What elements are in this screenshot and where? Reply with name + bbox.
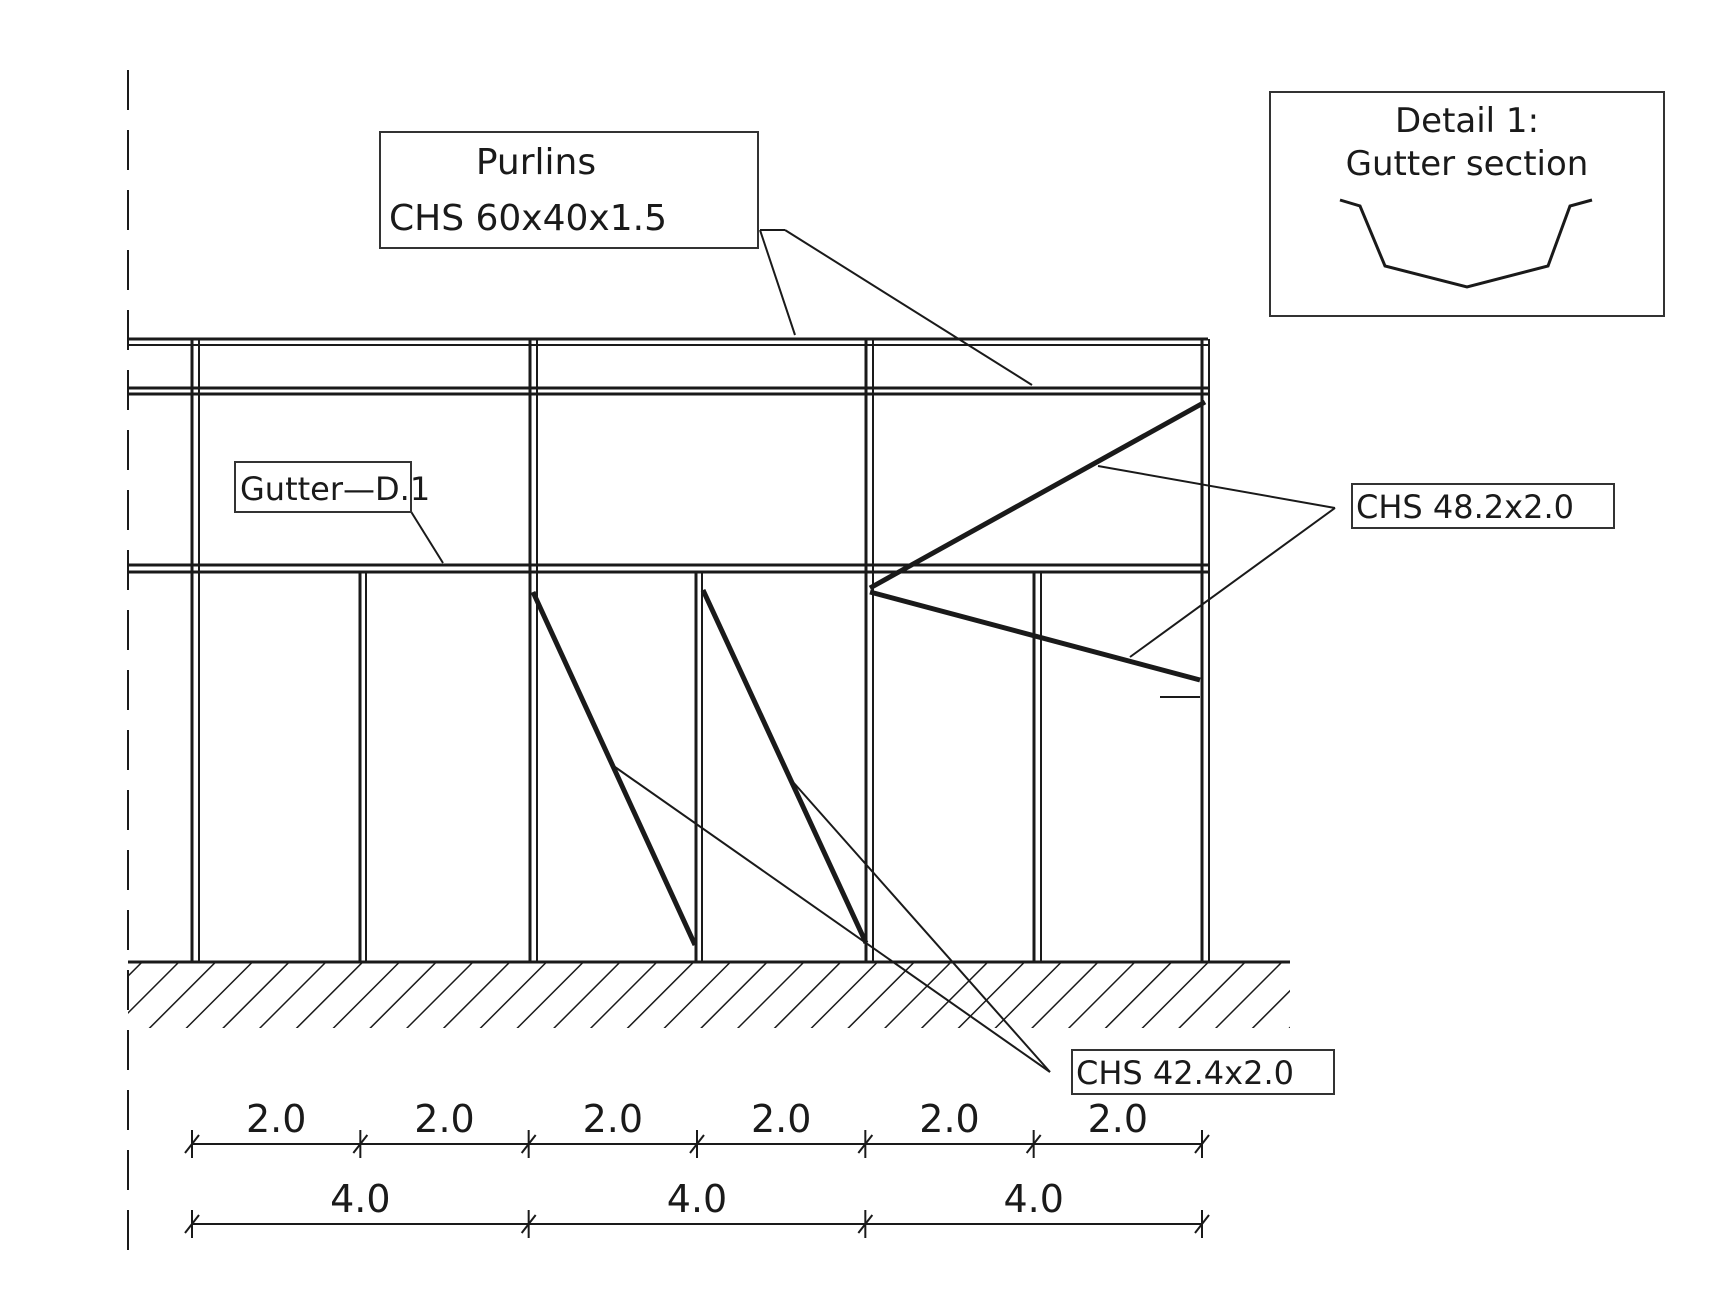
intermediate-columns <box>358 572 1042 962</box>
lower-brace-label: CHS 42.4x2.0 <box>1071 1049 1335 1095</box>
gutter-label-text: Gutter—D.1 <box>240 470 430 508</box>
dimension-2m-value: 2.0 <box>414 1097 474 1141</box>
gutter-label: Gutter—D.1 <box>234 461 430 513</box>
detail-title: Detail 1: <box>1395 101 1539 141</box>
second-purlin <box>128 386 1208 396</box>
dimension-row-2m: 2.0 2.0 2.0 2.0 2.0 2.0 <box>184 1097 1210 1158</box>
dimension-row-4m: 4.0 4.0 4.0 <box>184 1177 1210 1238</box>
gutter-section-profile <box>1339 198 1593 289</box>
top-purlin <box>128 337 1208 346</box>
dimension-2m-value: 2.0 <box>246 1097 306 1141</box>
dimension-4m-value: 4.0 <box>667 1177 727 1221</box>
detail-subtitle: Gutter section <box>1346 144 1589 184</box>
dimension-4m-value: 4.0 <box>1003 1177 1063 1221</box>
dimension-2m-value: 2.0 <box>751 1097 811 1141</box>
detail-box: Detail 1: Gutter section <box>1269 91 1665 317</box>
purlins-section: CHS 60x40x1.5 <box>389 198 667 239</box>
dimension-2m-value: 2.0 <box>583 1097 643 1141</box>
purlins-title: Purlins <box>476 142 596 183</box>
lower-bracing <box>530 588 869 947</box>
lower-brace-label-text: CHS 42.4x2.0 <box>1076 1054 1294 1092</box>
main-columns <box>190 339 1210 962</box>
gutter-beam <box>128 563 1208 574</box>
upper-brace-label-text: CHS 48.2x2.0 <box>1356 488 1574 526</box>
leader-lines <box>409 229 1336 1073</box>
purlins-label: Purlins CHS 60x40x1.5 <box>379 131 759 249</box>
dimension-4m-value: 4.0 <box>330 1177 390 1221</box>
ground <box>128 960 1290 1028</box>
dimension-2m-value: 2.0 <box>919 1097 979 1141</box>
upper-bracing <box>868 399 1207 698</box>
upper-brace-label: CHS 48.2x2.0 <box>1351 483 1615 529</box>
dimension-2m-value: 2.0 <box>1088 1097 1148 1141</box>
